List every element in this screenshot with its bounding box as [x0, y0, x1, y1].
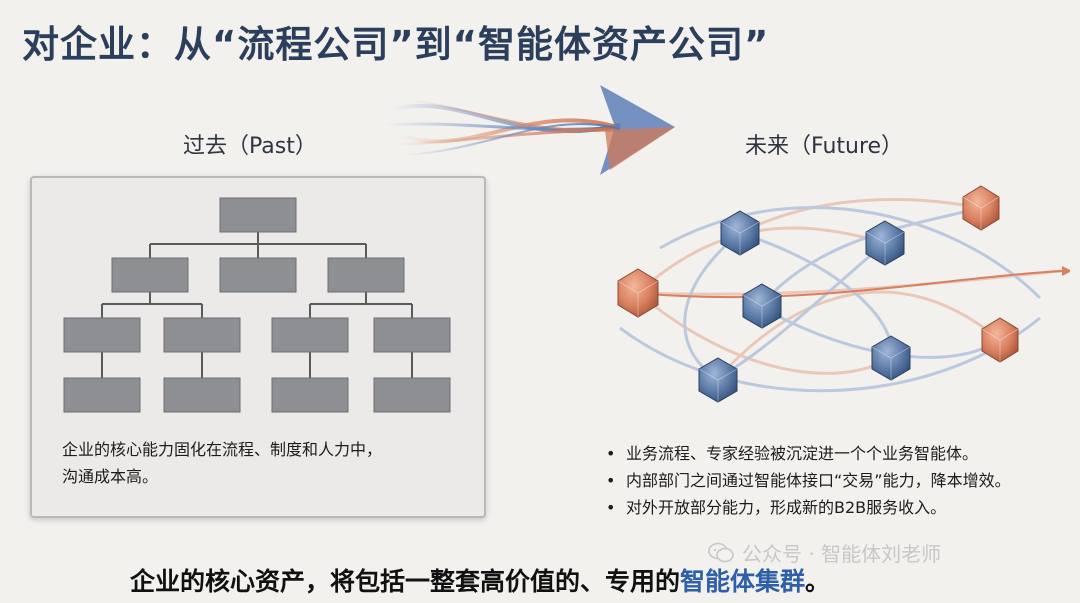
highlight-text: 智能体集群	[680, 567, 806, 596]
org-box-root	[219, 197, 297, 233]
org-box	[271, 377, 349, 413]
agent-network-diagram	[617, 185, 1070, 403]
bottom-summary: 企业的核心资产，将包括一整套高价值的、专用的智能体集群。	[130, 567, 831, 596]
list-item: 业务流程、专家经验被沉淀进一个个业务智能体。	[606, 440, 1011, 467]
org-box	[271, 317, 349, 353]
org-box	[111, 257, 189, 293]
org-box	[163, 377, 241, 413]
org-box	[373, 377, 451, 413]
list-item: 内部部门之间通过智能体接口“交易”能力，降本增效。	[606, 467, 1011, 494]
past-panel: 企业的核心能力固化在流程、制度和人力中， 沟通成本高。	[30, 176, 486, 518]
org-box	[327, 257, 405, 293]
org-box	[219, 257, 297, 293]
org-box	[63, 317, 141, 353]
org-chart-diagram	[63, 197, 451, 413]
wechat-icon	[708, 542, 734, 564]
page-title: 对企业：从“流程公司”到“智能体资产公司”	[22, 23, 770, 66]
list-item: 对外开放部分能力，形成新的B2B服务收入。	[606, 494, 1011, 521]
org-box	[373, 317, 451, 353]
past-description: 企业的核心能力固化在流程、制度和人力中， 沟通成本高。	[62, 440, 383, 486]
transition-arrow-icon	[384, 85, 675, 175]
watermark: 公众号 · 智能体刘老师	[708, 538, 941, 567]
future-bullet-list: 业务流程、专家经验被沉淀进一个个业务智能体。 内部部门之间通过智能体接口“交易”…	[606, 440, 1011, 521]
past-label: 过去（Past）	[183, 134, 317, 159]
future-label: 未来（Future）	[745, 134, 904, 159]
org-box	[63, 377, 141, 413]
org-box	[163, 317, 241, 353]
